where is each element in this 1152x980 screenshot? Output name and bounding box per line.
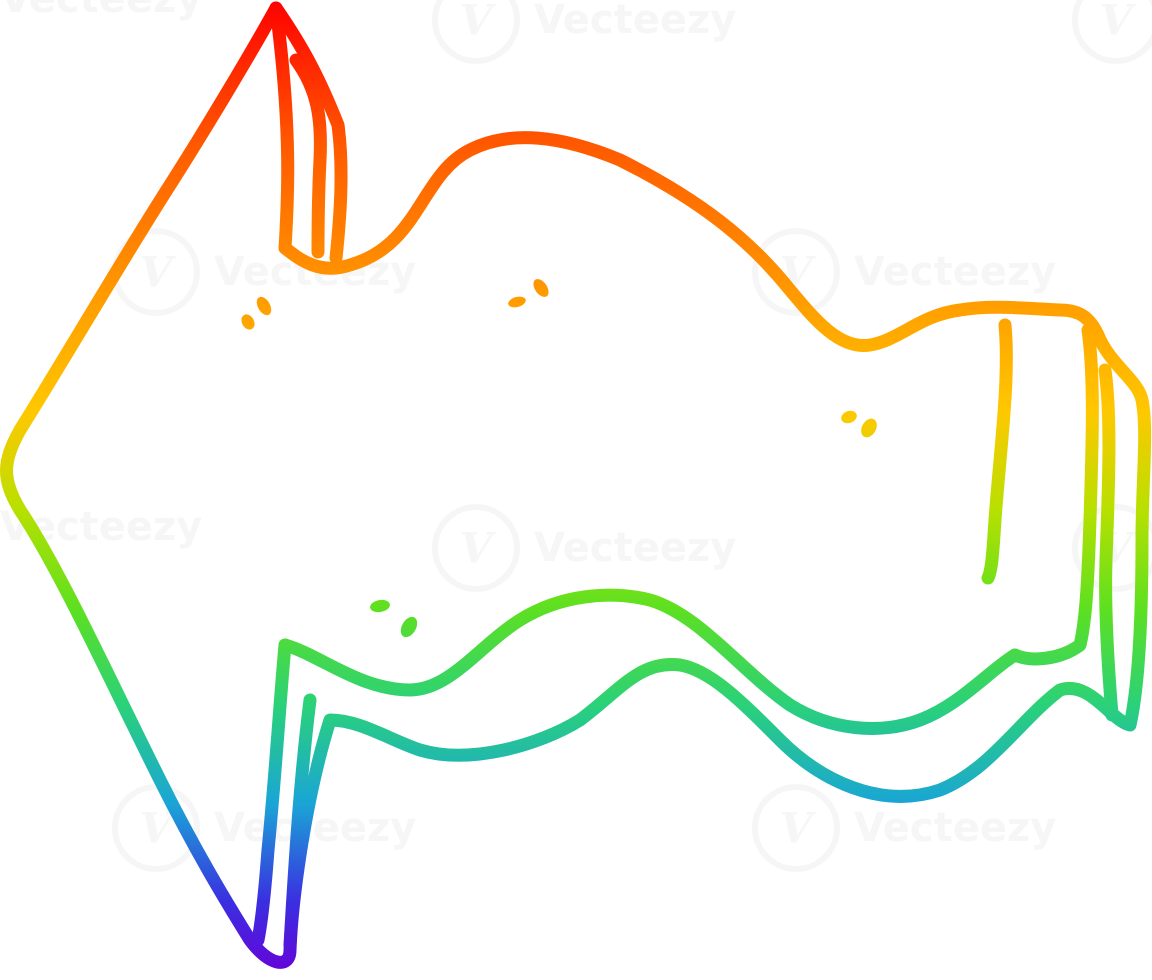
- highlight-marks: [241, 279, 877, 638]
- highlight-mark: [508, 296, 526, 308]
- highlight-mark: [400, 616, 418, 638]
- highlight-mark: [241, 314, 255, 330]
- highlight-mark: [370, 599, 390, 613]
- arrow-bottom-wave-inner: [278, 588, 1022, 735]
- highlight-mark: [533, 279, 549, 297]
- arrow-top-fold-inner: [289, 53, 327, 259]
- highlight-mark: [841, 410, 857, 424]
- arrow-bottom-wave-inner-2: [251, 638, 292, 947]
- arrow-tail-fold-outer: [1098, 363, 1119, 722]
- highlight-mark: [861, 418, 877, 438]
- arrow-tail-fold-right: [1008, 323, 1099, 666]
- arrow-tail-fold-left: [981, 318, 1013, 585]
- highlight-mark: [256, 296, 272, 316]
- arrow-top-fold: [269, 1, 348, 265]
- arrow-bottom-wave-inner-3: [283, 693, 317, 952]
